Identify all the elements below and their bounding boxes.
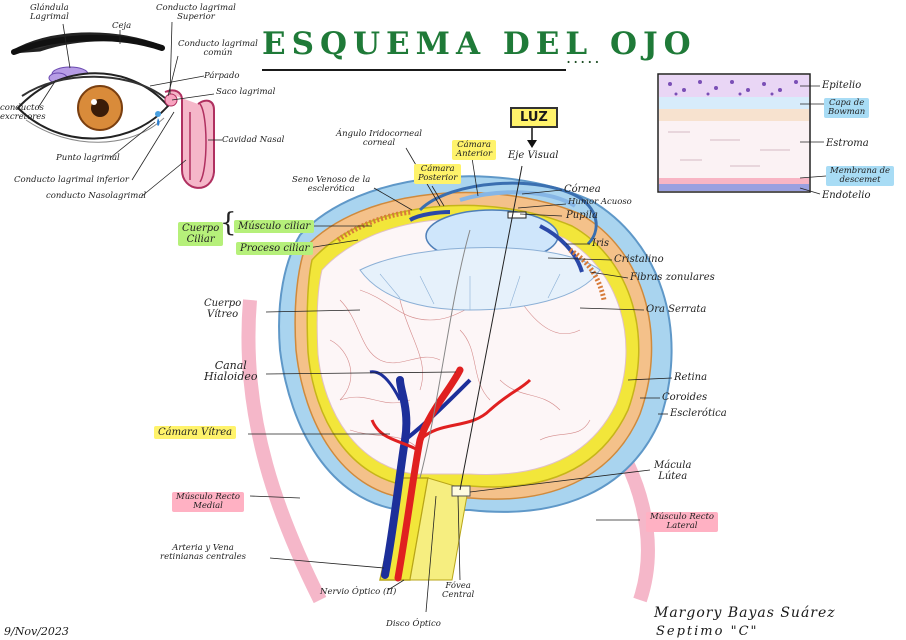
label-pupila: Pupila (566, 210, 598, 221)
label-cristalino: Cristalino (614, 254, 664, 265)
label-cornea: Córnea (564, 184, 601, 195)
label-epitelio: Epitelio (822, 80, 862, 91)
label-punto-lagrimal: Punto lagrimal (56, 153, 120, 163)
label-coroides: Coroides (662, 392, 708, 403)
label-retina: Retina (674, 372, 708, 383)
cornea-layers-inset (657, 73, 827, 195)
label-ora-serrata: Ora Serrata (646, 304, 707, 315)
label-saco-lagrimal: Saco lagrimal (216, 87, 276, 97)
page-title: ESQUEMA DEL OJO (262, 26, 697, 62)
label-camara-vitrea: Cámara Vítrea (154, 426, 237, 439)
main-eye-leader-lines (248, 147, 673, 613)
label-parpado: Párpado (204, 71, 240, 81)
date-stamp: 9/Nov/2023 (4, 625, 69, 638)
luz-label: LUZ (510, 107, 558, 128)
brace: { (220, 208, 237, 238)
author-section: Septimo "C" (656, 624, 759, 639)
label-disco-optico: Disco Óptico (386, 619, 441, 629)
label-endotelio: Endotelio (822, 190, 871, 201)
label-cavidad-nasal: Cavidad Nasal (222, 135, 285, 145)
label-conducto-nasolagrimal: conducto Nasolagrimal (46, 191, 147, 201)
label-proceso-ciliar: Proceso ciliar (236, 242, 314, 255)
label-fibras-zonulares: Fibras zonulares (630, 272, 715, 283)
label-estroma: Estroma (826, 138, 869, 149)
label-ceja: Ceja (112, 21, 132, 31)
eye-cross-section (241, 128, 673, 604)
title-dots: ..... (566, 48, 602, 67)
label-nervio-optico: Nervio Óptico (II) (320, 587, 397, 597)
label-humor-acuoso: Humor Acuoso (568, 197, 632, 207)
label-esclerotica: Esclerótica (670, 408, 727, 419)
label-eje-visual: Eje Visual (508, 150, 559, 161)
external-eye-illustration (11, 21, 222, 197)
author-name: Margory Bayas Suárez (654, 605, 836, 621)
label-musculo-ciliar: Músculo ciliar (234, 220, 315, 233)
label-iris: Iris (592, 238, 610, 249)
label-conducto-inferior: Conducto lagrimal inferior (14, 175, 129, 185)
